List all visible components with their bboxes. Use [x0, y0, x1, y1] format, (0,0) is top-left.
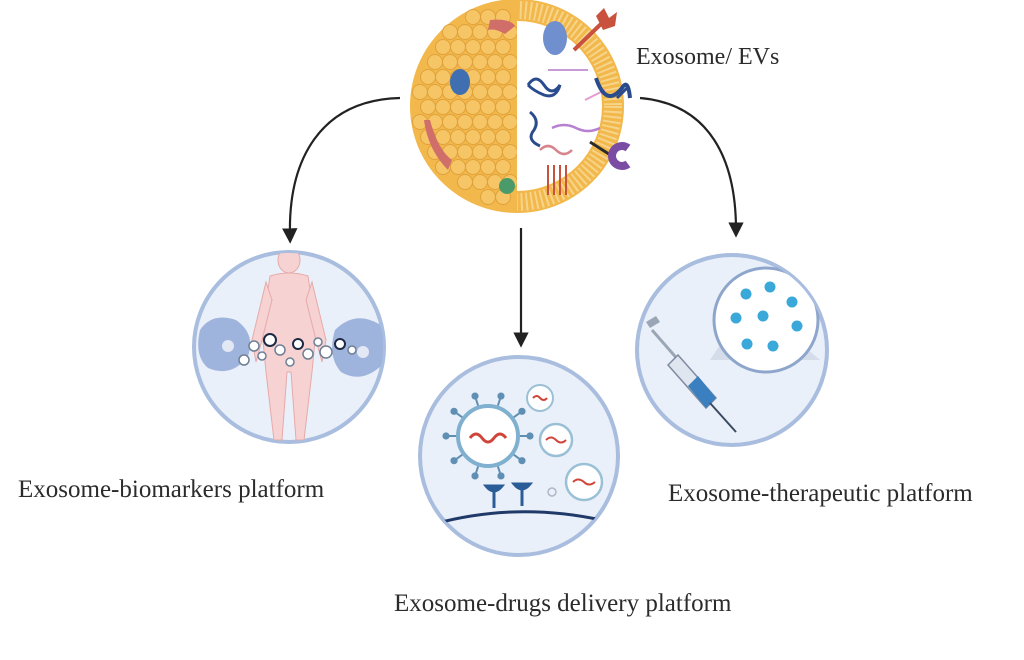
arrow-to-therapeutic	[639, 96, 744, 238]
biomarkers-platform-label: Exosome-biomarkers platform	[18, 476, 325, 503]
drug-loaded-vesicle-icon	[442, 392, 534, 480]
arrow-to-biomarkers	[282, 96, 401, 244]
drugs-circle	[418, 355, 620, 557]
exosome-icon	[410, 0, 632, 213]
therapeutic-platform-label: Exosome-therapeutic platform	[668, 480, 973, 507]
exosome-dots	[730, 281, 803, 352]
receptor-icons	[482, 482, 534, 508]
biomarkers-circle	[192, 250, 386, 444]
drugs-delivery-platform-label: Exosome-drugs delivery platform	[394, 590, 732, 617]
connector-arrows	[282, 96, 744, 348]
therapeutic-circle	[635, 253, 829, 447]
exosome-label: Exosome/ EVs	[636, 44, 780, 70]
syringe-icon	[646, 316, 737, 433]
